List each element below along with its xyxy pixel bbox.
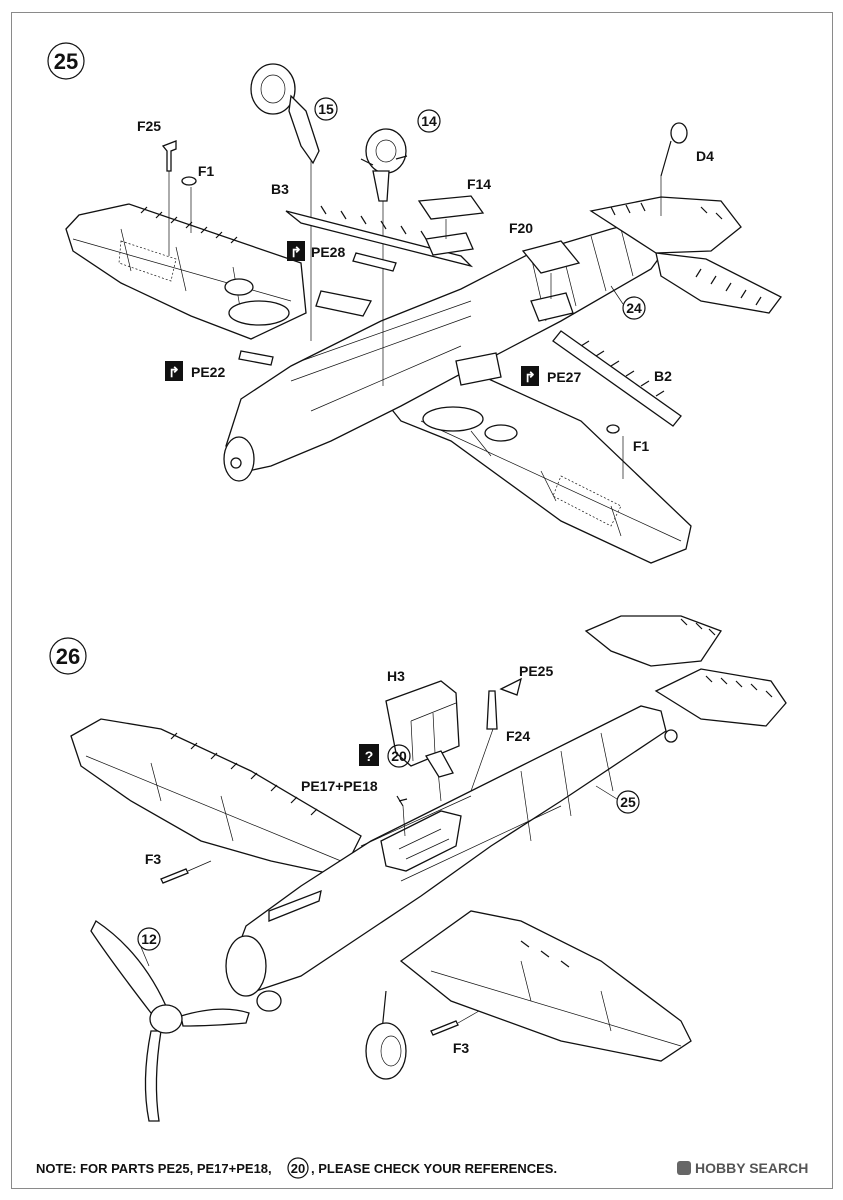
label-f3-bottom: F3 — [453, 1040, 470, 1056]
bend-arrow-icon: ↱ — [524, 369, 536, 385]
footer-note: NOTE: FOR PARTS PE25, PE17+PE18, 20 , PL… — [36, 1157, 557, 1179]
label-pe17-pe18: PE17+PE18 — [301, 778, 378, 794]
part-f20 — [521, 240, 581, 274]
reference-check-icon — [359, 744, 379, 766]
tailplane — [655, 252, 782, 314]
bend-arrow-icon: ↱ — [168, 364, 180, 380]
label-f3-left: F3 — [145, 851, 162, 867]
photo-etch-icon-pe27 — [521, 366, 539, 386]
part-number-15: 15 — [318, 101, 334, 117]
label-f14: F14 — [467, 176, 491, 192]
part-f1-bottom — [606, 424, 620, 434]
part-number-25: 25 — [620, 794, 636, 810]
spinner — [149, 1004, 183, 1034]
part-h3-canopy — [385, 680, 460, 767]
note-text-prefix: NOTE: FOR PARTS PE25, PE17+PE18, — [36, 1161, 272, 1176]
cockpit-opening — [380, 810, 462, 872]
wheel-well-right — [422, 406, 484, 432]
part-b2 — [552, 330, 682, 427]
panel-opening — [425, 232, 474, 256]
label-b2: B2 — [654, 368, 672, 384]
watermark-logo-icon — [677, 1161, 691, 1175]
part-callout-24 — [622, 296, 646, 320]
spinner-hub — [230, 457, 242, 469]
part-f3-bottom — [430, 1020, 459, 1036]
part-f14 — [417, 195, 485, 220]
nose-cowling — [225, 935, 267, 997]
part-callout-14 — [417, 109, 441, 133]
part-number-12: 12 — [141, 931, 157, 947]
right-wing — [399, 910, 692, 1062]
label-b3: B3 — [271, 181, 289, 197]
step-25: 25 — [47, 42, 782, 564]
step-number-circle — [49, 637, 87, 675]
question-mark: ? — [365, 748, 374, 764]
main-wheel — [365, 1022, 407, 1080]
part-f24 — [486, 690, 498, 730]
wheel-part-14 — [360, 128, 408, 202]
assembly-diagram: 25 — [36, 42, 808, 1179]
instruction-sheet: 25 — [11, 12, 833, 1189]
part-number-14: 14 — [421, 113, 437, 129]
note-part-callout — [287, 1157, 309, 1179]
label-f1-bottom: F1 — [633, 438, 650, 454]
wheel-part-15 — [250, 63, 320, 165]
part-number-20: 20 — [391, 748, 407, 764]
part-f3-left — [160, 868, 189, 884]
part-callout-12 — [137, 927, 161, 951]
note-text-suffix: , PLEASE CHECK YOUR REFERENCES. — [311, 1161, 557, 1176]
label-pe25: PE25 — [519, 663, 553, 679]
part-pe17-pe18 — [396, 795, 408, 807]
part-callout-25 — [616, 790, 640, 814]
label-pe22: PE22 — [191, 364, 225, 380]
watermark-text: HOBBY SEARCH — [695, 1160, 808, 1176]
bend-arrow-icon: ↱ — [290, 244, 302, 260]
note-part-number: 20 — [291, 1161, 305, 1176]
part-number-24: 24 — [626, 300, 642, 316]
left-wing — [70, 718, 362, 877]
wheel-well-left — [228, 300, 290, 326]
step-number: 25 — [54, 49, 78, 74]
label-f1-top: F1 — [198, 163, 215, 179]
tailplane — [654, 668, 787, 727]
label-f25: F25 — [137, 118, 161, 134]
tail-wheel — [664, 729, 678, 743]
step-number-circle — [47, 42, 85, 80]
photo-etch-icon-pe22 — [165, 361, 183, 381]
label-pe27: PE27 — [547, 369, 581, 385]
part-callout-15 — [314, 97, 338, 121]
step-26: 26 — [49, 615, 787, 1122]
label-d4: D4 — [696, 148, 714, 164]
label-f20: F20 — [509, 220, 533, 236]
part-f25 — [161, 140, 177, 172]
part-pe25 — [499, 677, 522, 696]
label-h3: H3 — [387, 668, 405, 684]
propeller — [90, 920, 250, 1122]
part-b3 — [285, 210, 474, 268]
label-f24: F24 — [506, 728, 530, 744]
watermark: HOBBY SEARCH — [677, 1160, 808, 1176]
photo-etch-icon-pe28 — [287, 241, 305, 261]
label-pe28: PE28 — [311, 244, 345, 260]
part-f1-top — [181, 176, 197, 186]
tail-fin — [584, 615, 722, 667]
step-number: 26 — [56, 644, 80, 669]
part-callout-20 — [387, 744, 411, 768]
part-d4 — [660, 122, 688, 177]
part-20 — [425, 750, 454, 778]
